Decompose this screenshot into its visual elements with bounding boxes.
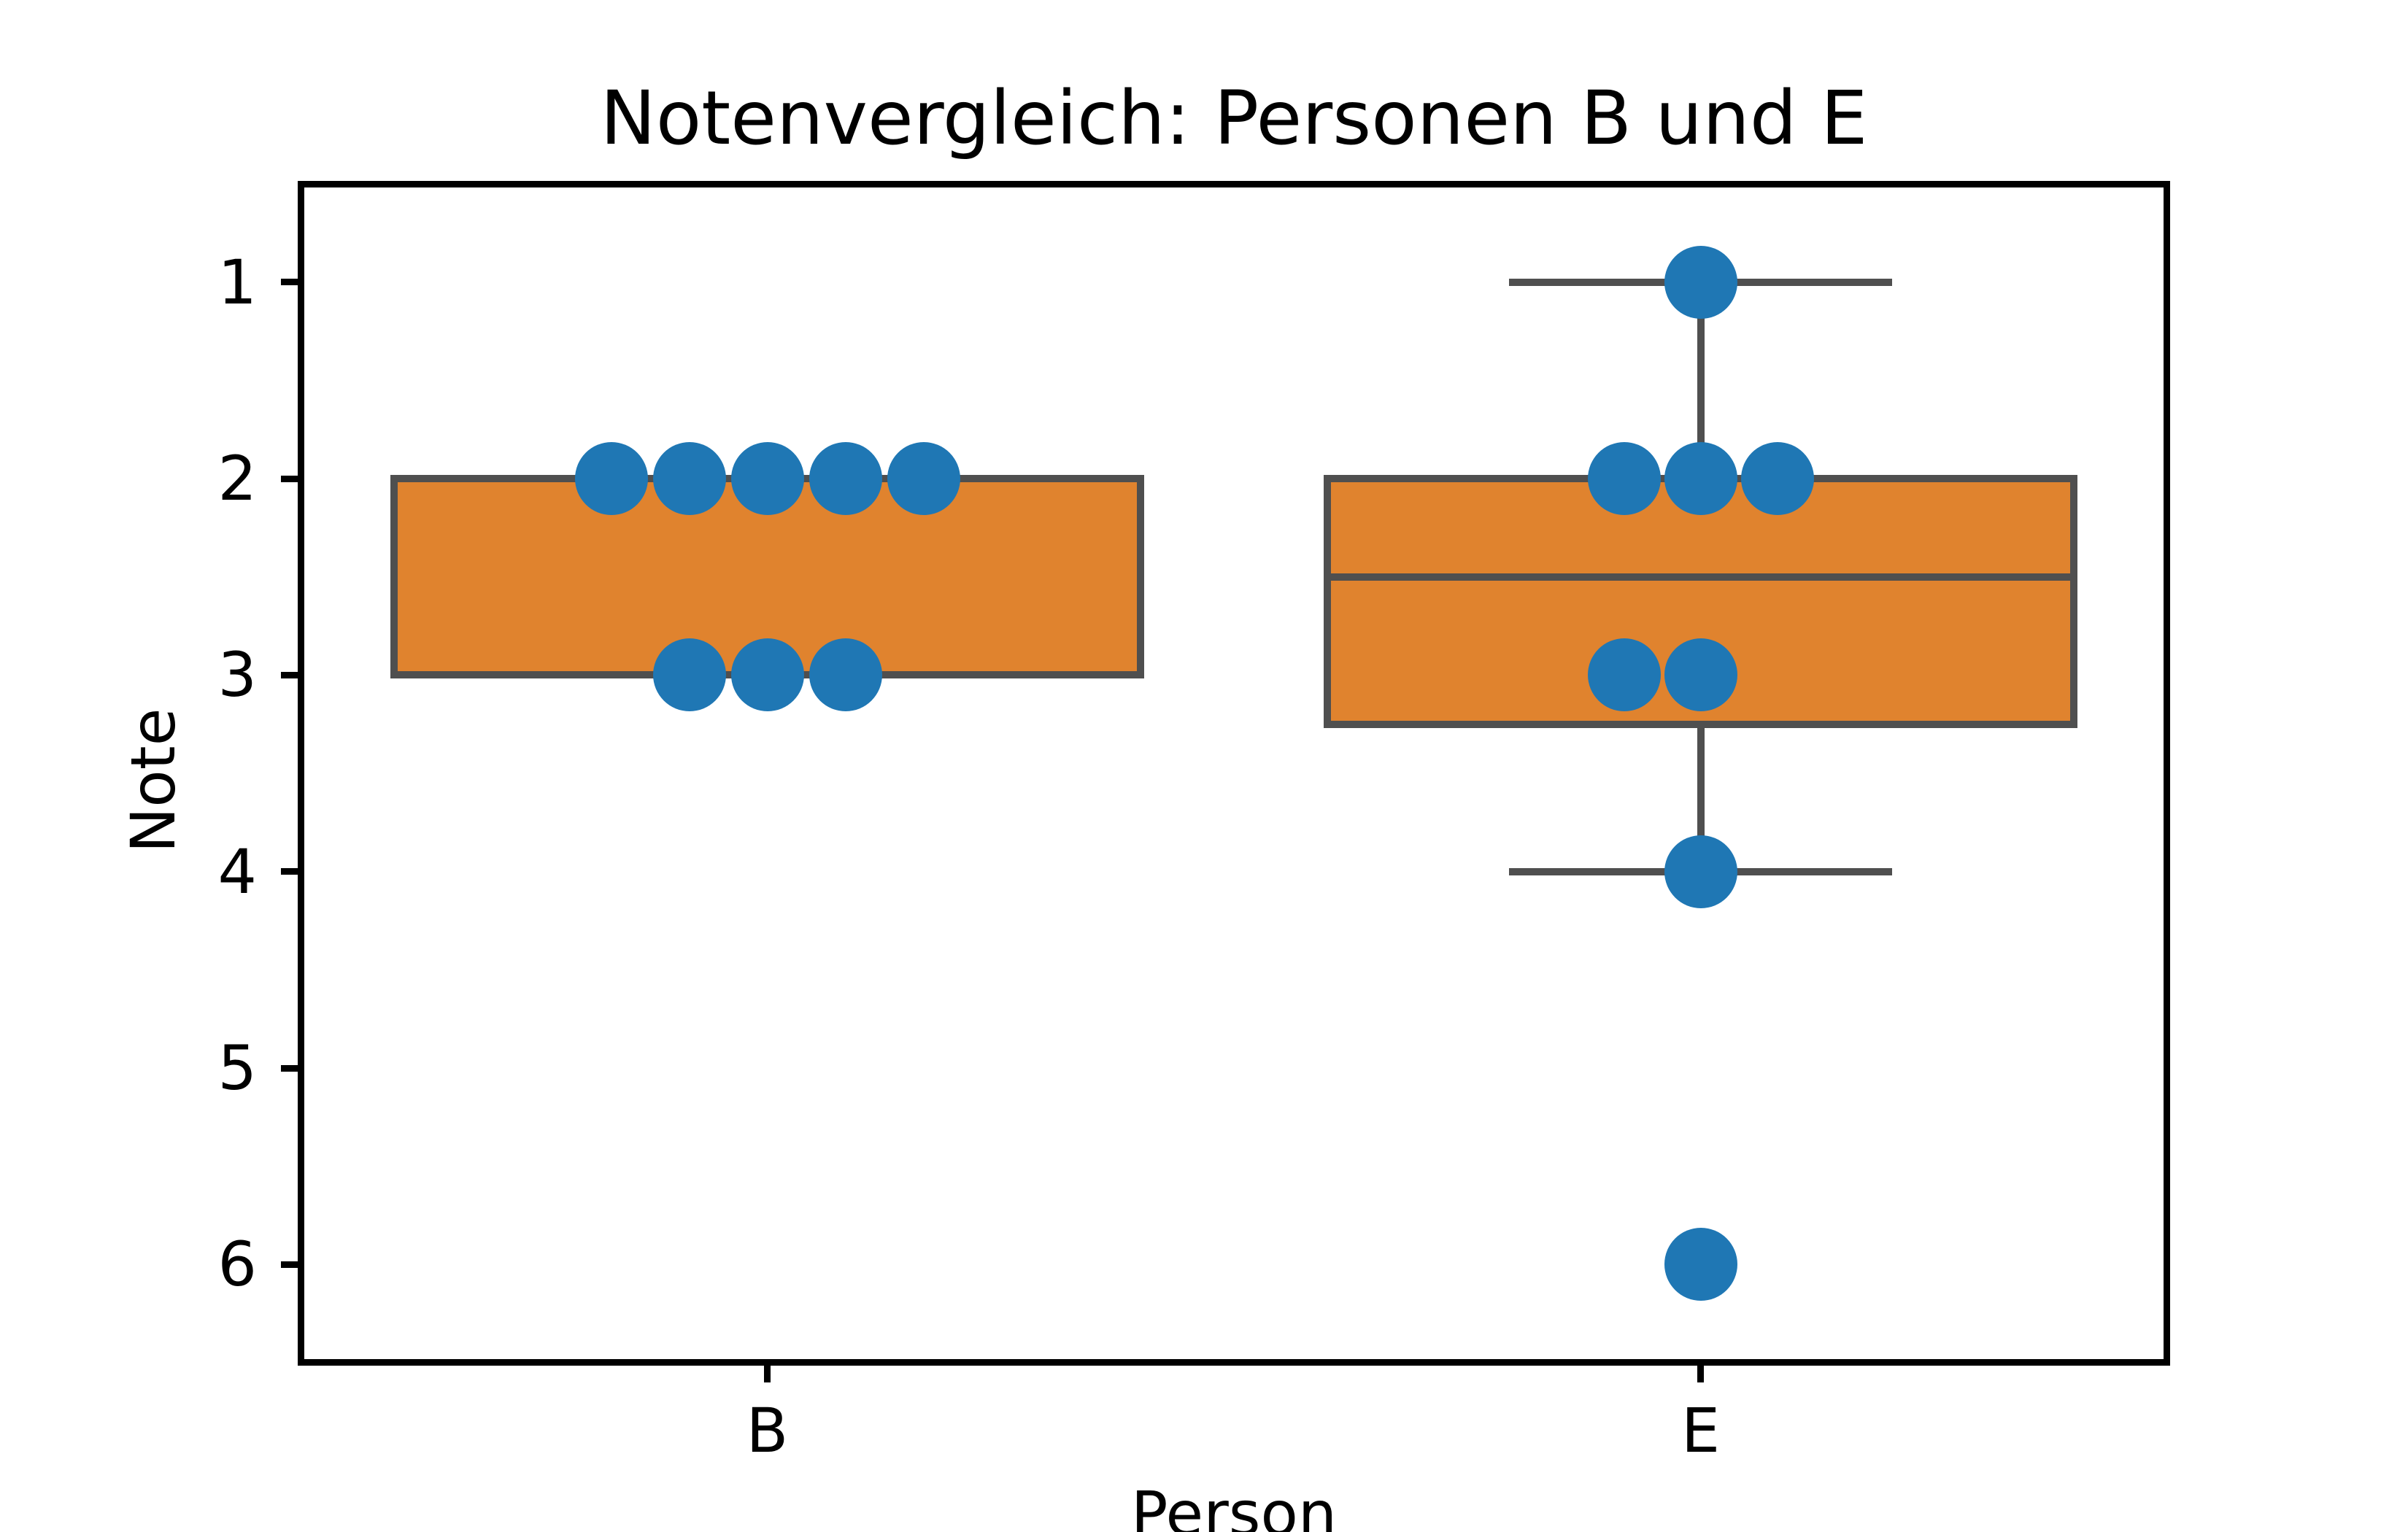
x-tick-mark — [1697, 1363, 1704, 1382]
data-point-E-1 — [1664, 245, 1737, 319]
data-point-E-2 — [1740, 442, 1814, 515]
y-tick-mark — [281, 671, 301, 678]
data-point-E-6 — [1664, 1228, 1737, 1301]
data-point-E-4 — [1664, 835, 1737, 908]
y-tick-mark — [281, 279, 301, 286]
data-point-E-3 — [1664, 638, 1737, 712]
y-tick-mark — [281, 475, 301, 482]
data-point-B-3 — [730, 638, 804, 712]
y-tick-label: 1 — [217, 246, 257, 318]
y-tick-label: 3 — [217, 639, 257, 711]
data-point-B-2 — [574, 442, 648, 515]
median-line-E — [1327, 573, 2075, 581]
x-axis-label: Person — [1130, 1478, 1338, 1532]
data-point-E-2 — [1587, 442, 1661, 515]
x-tick-label: B — [746, 1395, 789, 1466]
y-tick-label: 6 — [217, 1229, 257, 1301]
y-tick-mark — [281, 1261, 301, 1268]
x-tick-label: E — [1680, 1395, 1721, 1466]
y-tick-label: 4 — [217, 835, 257, 908]
data-point-B-2 — [730, 442, 804, 515]
data-point-E-3 — [1587, 638, 1661, 712]
data-point-B-2 — [809, 442, 882, 515]
data-point-B-3 — [809, 638, 882, 712]
data-point-B-2 — [887, 442, 960, 515]
y-tick-mark — [281, 1064, 301, 1072]
whisker-line — [1697, 724, 1705, 872]
y-tick-label: 5 — [217, 1032, 257, 1104]
data-point-E-2 — [1664, 442, 1737, 515]
plot-area-frame — [298, 181, 2170, 1366]
chart-title: Notenvergleich: Personen B und E — [600, 75, 1868, 162]
y-tick-label: 2 — [217, 443, 257, 514]
data-point-B-3 — [652, 638, 726, 712]
data-point-B-2 — [652, 442, 726, 515]
x-tick-mark — [764, 1363, 771, 1382]
whisker-line — [1697, 282, 1705, 479]
y-tick-mark — [281, 868, 301, 875]
y-axis-label: Note — [117, 708, 189, 854]
